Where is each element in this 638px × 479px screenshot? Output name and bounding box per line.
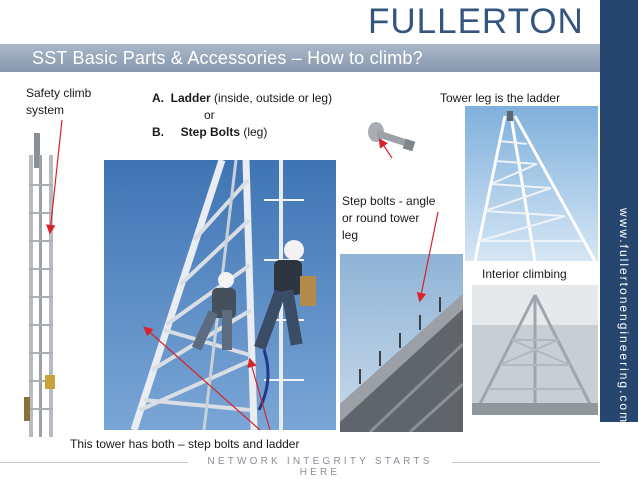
option-or: or <box>204 108 215 122</box>
climb-options: A. Ladder (inside, outside or leg) or B.… <box>152 90 392 141</box>
website-url: www.fullertonengineering.com <box>617 208 631 425</box>
option-a-title: Ladder <box>170 91 211 105</box>
footer-line-right <box>452 462 600 463</box>
climbers-tower-image <box>104 160 336 430</box>
footer-tagline: NETWORK INTEGRITY STARTS HERE <box>207 456 433 478</box>
safety-climb-ladder-image <box>16 125 66 437</box>
tower-leg-ladder-image <box>465 106 598 261</box>
arrow-step-bolts-leg <box>416 211 439 303</box>
step-bolts-leg-image <box>340 254 463 432</box>
side-bar <box>600 0 638 422</box>
interior-climbing-image <box>472 285 598 415</box>
arrow-caption-step-bolts <box>143 326 261 431</box>
safety-label-line1: Safety climb <box>26 86 92 100</box>
arrow-safety-climb <box>45 119 63 235</box>
option-b-detail: (leg) <box>240 125 268 139</box>
arrow-step-bolt-detail <box>378 138 393 159</box>
tower-leg-label: Tower leg is the ladder <box>440 91 561 105</box>
step-bolts-label: Step bolts - angle or round tower leg <box>342 193 472 244</box>
interior-climbing-label: Interior climbing <box>482 267 567 281</box>
arrow-caption-ladder <box>247 357 271 431</box>
title-bar: SST Basic Parts & Accessories – How to c… <box>0 44 600 72</box>
step-bolt-image <box>364 118 422 158</box>
bottom-caption: This tower has both – step bolts and lad… <box>70 437 300 451</box>
option-a: A. Ladder (inside, outside or leg) <box>152 90 392 107</box>
option-a-letter: A. <box>152 91 164 105</box>
slide-title: SST Basic Parts & Accessories – How to c… <box>32 48 423 68</box>
option-b-title: Step Bolts <box>180 125 241 139</box>
safety-label-line2: system <box>26 103 65 117</box>
option-a-detail: (inside, outside or leg) <box>210 91 333 105</box>
step-bolts-line2: or round tower <box>342 211 420 225</box>
safety-climb-label: Safety climb system <box>26 85 126 119</box>
footer-line-left <box>0 462 188 463</box>
option-b-letter: B. <box>152 125 164 139</box>
step-bolts-line1: Step bolts - angle <box>342 194 436 208</box>
option-b: B. Step Bolts (leg) <box>152 124 392 141</box>
step-bolts-line3: leg <box>342 228 359 242</box>
brand-logo: FULLERTON <box>368 2 584 41</box>
